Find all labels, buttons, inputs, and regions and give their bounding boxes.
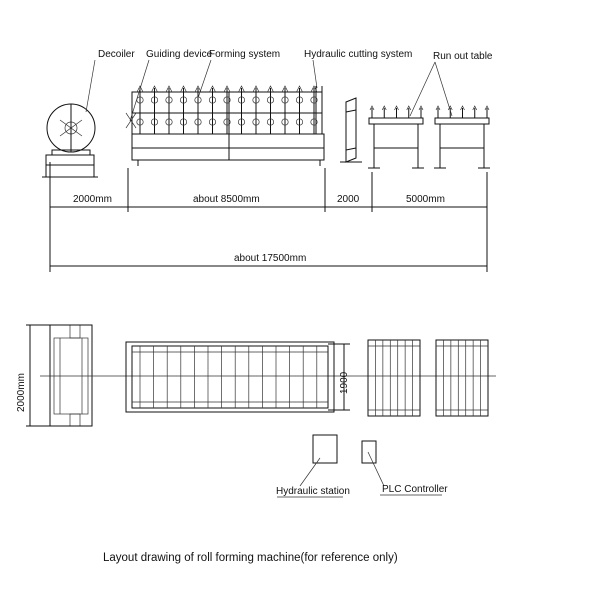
lower-roller [223,118,231,126]
stand-top [281,85,289,93]
labels: Decoiler Guiding device Forming system H… [16,49,493,564]
post-cap [460,105,465,111]
side-view [42,59,490,272]
lower-roller [266,118,275,126]
upper-roller [237,96,246,104]
stand-top [310,85,318,93]
drawing-caption: Layout drawing of roll forming machine(f… [103,552,398,564]
lower-roller [165,118,173,126]
upper-roller [252,96,260,104]
lower-roller [295,118,304,126]
lower-roller [194,118,202,126]
lower-roller [252,118,260,126]
stand-top [136,85,144,93]
post-cap [447,105,453,111]
run-out-table-top-2 [435,339,489,417]
dimension-lines [49,162,488,272]
upper-roller [179,96,188,104]
post-cap [418,105,424,111]
post-cap [394,105,399,111]
stand-top [180,85,187,93]
upper-roller [223,96,231,104]
upper-roller [266,96,275,104]
post-cap [472,105,478,111]
stand-top [209,85,216,93]
stand-top [151,85,158,93]
run-out-table-2 [434,105,490,169]
post-cap [435,105,441,111]
upper-roller [295,96,304,104]
lower-roller [281,118,289,126]
leader-lines [85,59,453,122]
dim-table-length: 5000mm [406,194,445,205]
lower-roller [150,118,159,126]
lower-roller [179,118,188,126]
label-plc-controller: PLC Controller [382,484,448,495]
stand-top [296,85,303,93]
decoiler-top [26,324,93,427]
forming-machine-top [125,341,350,413]
plc-controller-box [361,440,377,464]
upper-roller [165,96,173,104]
stand-top [194,85,202,93]
dim-cutting-gap: 2000 [337,194,360,205]
upper-roller [208,96,217,104]
label-forming-system: Forming system [209,49,280,60]
post-cap [406,105,412,111]
run-out-table-1 [368,105,424,169]
dim-decoiler-width: 2000mm [16,373,27,412]
lower-roller [136,118,144,126]
label-decoiler: Decoiler [98,49,135,60]
upper-roller [194,96,202,104]
label-run-out-table: Run out table [433,51,493,62]
label-guiding-device: Guiding device [146,49,213,60]
upper-roller [150,96,159,104]
label-hydraulic-cutting-system: Hydraulic cutting system [304,49,412,60]
run-out-table-top-1 [367,339,421,417]
stand-top [252,85,260,93]
stand-top [223,85,231,93]
dim-decoiler-gap: 2000mm [73,194,112,205]
upper-roller [281,96,289,104]
lower-roller [237,118,246,126]
post-cap [369,105,375,111]
stand-top [238,85,245,93]
dim-forming-length: about 8500mm [193,194,260,205]
post-cap [484,105,490,111]
decoiler [42,103,98,178]
top-view [26,324,496,498]
label-hydraulic-station: Hydraulic station [276,486,350,497]
forming-top-lines [139,346,318,408]
dim-forming-width: 1900 [339,371,350,394]
stand-top [165,85,173,93]
stand-top [267,85,274,93]
upper-roller [310,96,318,104]
forming-machine-side [125,85,325,166]
hydraulic-cutter [340,97,362,163]
dim-total-length: about 17500mm [234,253,306,264]
lower-roller [310,118,318,126]
lower-roller [208,118,217,126]
post-cap [381,105,387,111]
hydraulic-station-box [312,434,338,464]
roller-stations [136,85,318,134]
